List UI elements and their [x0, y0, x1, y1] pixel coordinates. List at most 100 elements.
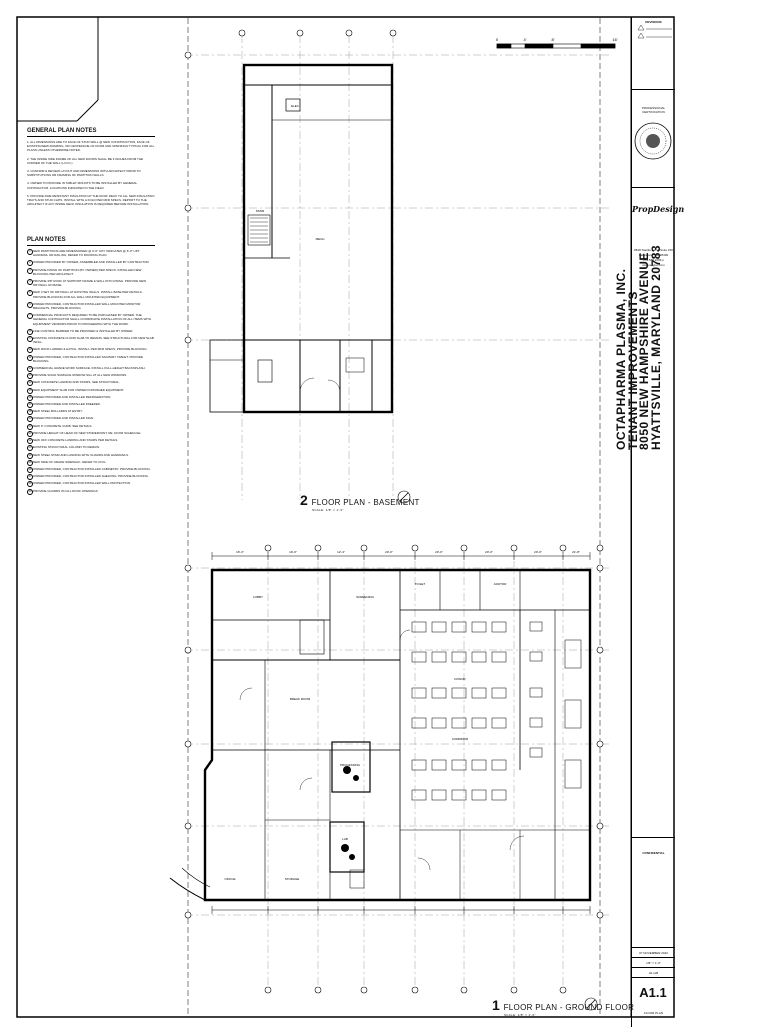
scale-bar-label: 16'	[612, 37, 617, 42]
general-note: 5. PROVIDE FIRE RESISTANT INSULATION AT …	[27, 193, 155, 207]
general-note: 4. OWNER TO PROVIDE IN TABLET MOUNTS TO …	[27, 181, 138, 190]
ground-plan-scale: SCALE: 1/8" = 1'-0"	[504, 1013, 536, 1017]
dim-label: 21'-8"	[572, 550, 580, 554]
date-box: 07 NOVEMBER 2022	[632, 947, 675, 958]
project-line: HYATTSVILLE, MARYLAND 20783	[648, 244, 663, 450]
confidential-box: CONFIDENTIAL	[632, 837, 675, 878]
firm-box: PropDesign 8818 Starlite Lane, Suite 150…	[632, 187, 685, 308]
firm-address-line: 8818 Starlite Lane, Suite 150	[634, 248, 673, 252]
dim-label: 12'-4"	[337, 550, 345, 554]
basement-plan-scale: SCALE: 1/8" = 1'-0"	[312, 508, 344, 512]
room-label: CORRIDOR	[452, 737, 469, 741]
scale-value: 1/8" = 1'-0"	[646, 961, 661, 965]
firm-logo: PropDesign	[632, 204, 685, 214]
dim-label: 20'-0"	[435, 550, 443, 554]
professional-seal-icon	[634, 122, 672, 160]
job-box: 22-128	[632, 967, 675, 978]
basement-plan-title: FLOOR PLAN - BASEMENT	[311, 498, 420, 507]
room-label: LOBBY	[253, 595, 263, 599]
room-label: JANITOR	[494, 582, 508, 586]
scale-bar-label: 0	[496, 37, 499, 42]
room-label: DONOR	[454, 677, 466, 681]
ground-plan-label: 1 FLOOR PLAN - GROUND FLOOR SCALE: 1/8" …	[492, 997, 634, 1017]
room-label: STAIR	[256, 209, 265, 213]
room-label: ELEC	[291, 104, 300, 108]
ground-plan-number: 1	[492, 997, 501, 1013]
scale-bar-label: 8'	[552, 37, 555, 42]
ground-plan-title: FLOOR PLAN - GROUND FLOOR	[503, 1003, 635, 1012]
firm-address-line: 253.588.2286 p	[643, 258, 664, 262]
plan-notes-title: PLAN NOTES	[27, 237, 155, 246]
general-note: 2. THE INSIDE SIDE FRAME OF ALL NEW DOOR…	[27, 156, 144, 165]
general-note: 3. CONFIRM & REVIEW LAYOUT AND DIMENSION…	[27, 169, 141, 178]
job-value: 22-128	[648, 971, 659, 975]
sheet-box: FLOOR PLAN	[632, 977, 675, 1018]
basement-plan-number: 2	[300, 492, 309, 508]
scale-bar-label: 4'	[524, 37, 527, 42]
firm-address-line: Lakewood, WA 98499	[638, 253, 669, 257]
date-value: 07 NOVEMBER 2022	[639, 951, 668, 955]
dim-label: 16'-3"	[236, 550, 244, 554]
general-note: 1. ALL DIMENSIONS ARE TO FACE OF STUD WA…	[27, 140, 155, 153]
room-label: SCREENING	[356, 595, 375, 599]
dim-label: 20'-0"	[485, 550, 493, 554]
scale-box: 1/8" = 1'-0"	[632, 957, 675, 968]
dim-label: 20'-0"	[385, 550, 393, 554]
confidential-label: CONFIDENTIAL	[642, 851, 665, 855]
room-label: STORAGE	[285, 877, 300, 881]
revisions-title: REVISIONS	[645, 20, 662, 24]
revision-marks	[637, 24, 672, 39]
room-label: OFFICE	[225, 877, 236, 881]
sheet-number: A1.1	[639, 985, 667, 1000]
dim-label: 19'-0"	[289, 550, 297, 554]
room-label: MECH	[316, 237, 325, 241]
revisions-box: REVISIONS	[632, 17, 675, 45]
room-label: TOILET	[415, 582, 426, 586]
project-title: OCTAPHARMA PLASMA, INC. TENANT IMPROVEME…	[614, 244, 663, 450]
title-block: REVISIONS PROFESSIONAL CERTIFICATION Pro…	[631, 17, 685, 1027]
dim-label: 20'-0"	[534, 550, 542, 554]
firm-address-line: www.adgiso.com	[642, 263, 665, 267]
sheet-title: FLOOR PLAN	[643, 1011, 663, 1015]
room-label: PROCESSING	[340, 763, 361, 767]
basement-plan-label: 2 FLOOR PLAN - BASEMENT SCALE: 1/8" = 1'…	[300, 492, 420, 512]
firm-address: 8818 Starlite Lane, Suite 150 Lakewood, …	[632, 248, 675, 268]
certification-box: PROFESSIONAL CERTIFICATION	[632, 89, 675, 178]
